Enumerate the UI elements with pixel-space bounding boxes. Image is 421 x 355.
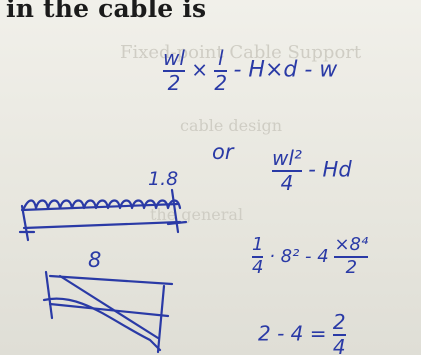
fraction-denominator: 4 <box>280 171 294 195</box>
expression-lhs: 2 - 4 = <box>258 321 327 346</box>
bleed-through-text-3: the general <box>150 205 244 224</box>
expression-middle: · 8² <box>269 245 300 267</box>
fraction-bar <box>252 255 264 258</box>
fraction-bar <box>163 70 185 72</box>
cable-return-line <box>48 302 170 318</box>
beam-bottom-line <box>22 220 182 230</box>
bleed-through-text-1: Fixed-point Cable Support <box>120 42 362 63</box>
fraction-8pow4-over-2: ×8⁴ 2 <box>334 234 369 278</box>
fraction-denominator: 2 <box>214 71 228 95</box>
fraction-numerator: 2 <box>332 310 346 334</box>
expression-minus: - 4 <box>305 245 329 267</box>
cable-right-post <box>156 284 166 354</box>
fraction-wl2-over-4: wl² 4 <box>272 148 302 194</box>
beam-top-line <box>20 202 180 212</box>
load-label: 1.8 <box>148 168 179 190</box>
handwritten-expression-2: wl² 4 - Hd <box>272 148 352 194</box>
fraction-2-over-4: 2 4 <box>332 310 346 355</box>
cable-diagonal <box>58 274 160 340</box>
left-support <box>18 204 36 242</box>
handwritten-or: or <box>212 140 234 164</box>
cable-left-post <box>44 270 54 320</box>
cable-sag-curve <box>42 297 162 352</box>
fraction-denominator: 2 <box>345 256 358 278</box>
times-sign: × <box>191 57 209 82</box>
expression-tail: - Hd <box>308 157 352 182</box>
expression-tail: - H×d - w <box>233 57 338 83</box>
fraction-numerator: l <box>217 46 224 70</box>
fraction-numerator: wl² <box>272 146 302 170</box>
fraction-1-over-4: 1 4 <box>252 234 264 278</box>
fraction-l-over-2: l 2 <box>214 46 228 95</box>
fraction-numerator: 1 <box>252 234 264 255</box>
fraction-bar <box>214 70 228 72</box>
handwritten-expression-1: wl 2 × l 2 - H×d - w <box>163 48 337 94</box>
fraction-numerator: ×8⁴ <box>334 234 369 255</box>
fraction-bar <box>272 170 302 172</box>
handwritten-expression-4: 2 - 4 = 2 4 <box>258 312 346 355</box>
fraction-bar <box>334 255 369 258</box>
fraction-wl-over-2: wl 2 <box>163 48 185 94</box>
span-label: 8 <box>88 248 102 272</box>
handwritten-expression-3: 1 4 · 8² - 4 ×8⁴ 2 <box>252 234 369 278</box>
fraction-denominator: 4 <box>332 335 346 355</box>
printed-text-line: in the cable is <box>6 0 207 23</box>
fraction-numerator: wl <box>163 46 185 70</box>
fraction-denominator: 2 <box>167 71 181 95</box>
cable-top-line <box>48 274 174 286</box>
fraction-denominator: 4 <box>252 256 264 278</box>
fraction-bar <box>332 334 346 336</box>
right-support <box>166 188 188 234</box>
bleed-through-text-2: cable design <box>180 116 282 135</box>
